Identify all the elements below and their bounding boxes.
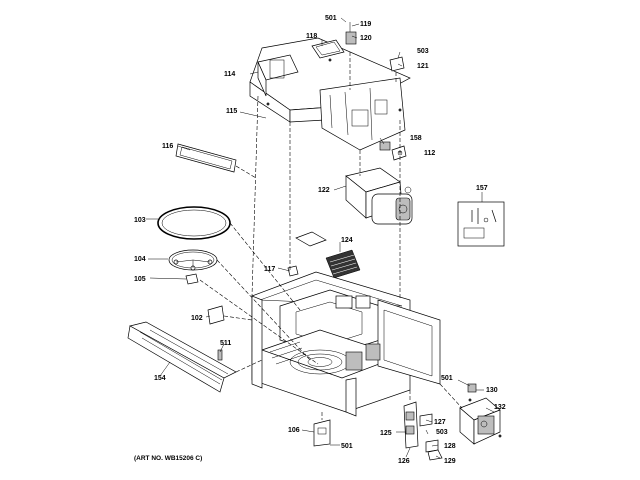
art-number: (ART NO. WB15206 C) <box>134 455 202 462</box>
label-501-top: 501 <box>325 15 337 22</box>
label-117: 117 <box>264 266 275 273</box>
latch-bracket <box>313 419 331 447</box>
label-157: 157 <box>476 185 488 192</box>
label-114: 114 <box>224 71 235 78</box>
part-labels: 501 119 118 120 503 121 114 115 116 158 … <box>134 15 506 465</box>
label-130: 130 <box>486 387 498 394</box>
top-chassis-assembly <box>249 22 411 161</box>
door-assembly <box>127 305 237 393</box>
label-103: 103 <box>134 217 146 224</box>
label-154: 154 <box>154 375 166 382</box>
label-501-right: 501 <box>441 375 453 382</box>
label-132: 132 <box>494 404 506 411</box>
label-511: 511 <box>220 340 231 347</box>
label-158: 158 <box>410 135 422 142</box>
label-106: 106 <box>288 427 300 434</box>
label-121: 121 <box>417 63 429 70</box>
cavity-top-parts <box>287 231 361 279</box>
label-122: 122 <box>318 187 330 194</box>
alignment-lines <box>199 52 463 420</box>
label-503-top: 503 <box>417 48 429 55</box>
label-115: 115 <box>226 108 237 115</box>
grease-filter <box>175 143 237 173</box>
label-501-bottom: 501 <box>341 443 353 450</box>
turntable-assembly <box>157 206 231 285</box>
label-126: 126 <box>398 458 410 465</box>
label-116: 116 <box>162 143 173 150</box>
leader-lines <box>146 17 495 459</box>
label-127: 127 <box>434 419 446 426</box>
label-129: 129 <box>444 458 456 465</box>
label-118: 118 <box>306 33 317 40</box>
label-102: 102 <box>191 315 203 322</box>
label-125: 125 <box>380 430 392 437</box>
label-112: 112 <box>424 150 435 157</box>
label-503-bottom: 503 <box>436 429 448 436</box>
oven-cavity <box>251 271 441 417</box>
label-124: 124 <box>341 237 353 244</box>
transformer <box>459 383 502 445</box>
label-119: 119 <box>360 21 371 28</box>
label-120: 120 <box>360 35 372 42</box>
label-128: 128 <box>444 443 456 450</box>
wire-kit-box <box>457 201 505 247</box>
blower-motor <box>345 167 413 225</box>
label-104: 104 <box>134 256 146 263</box>
label-105: 105 <box>134 276 146 283</box>
